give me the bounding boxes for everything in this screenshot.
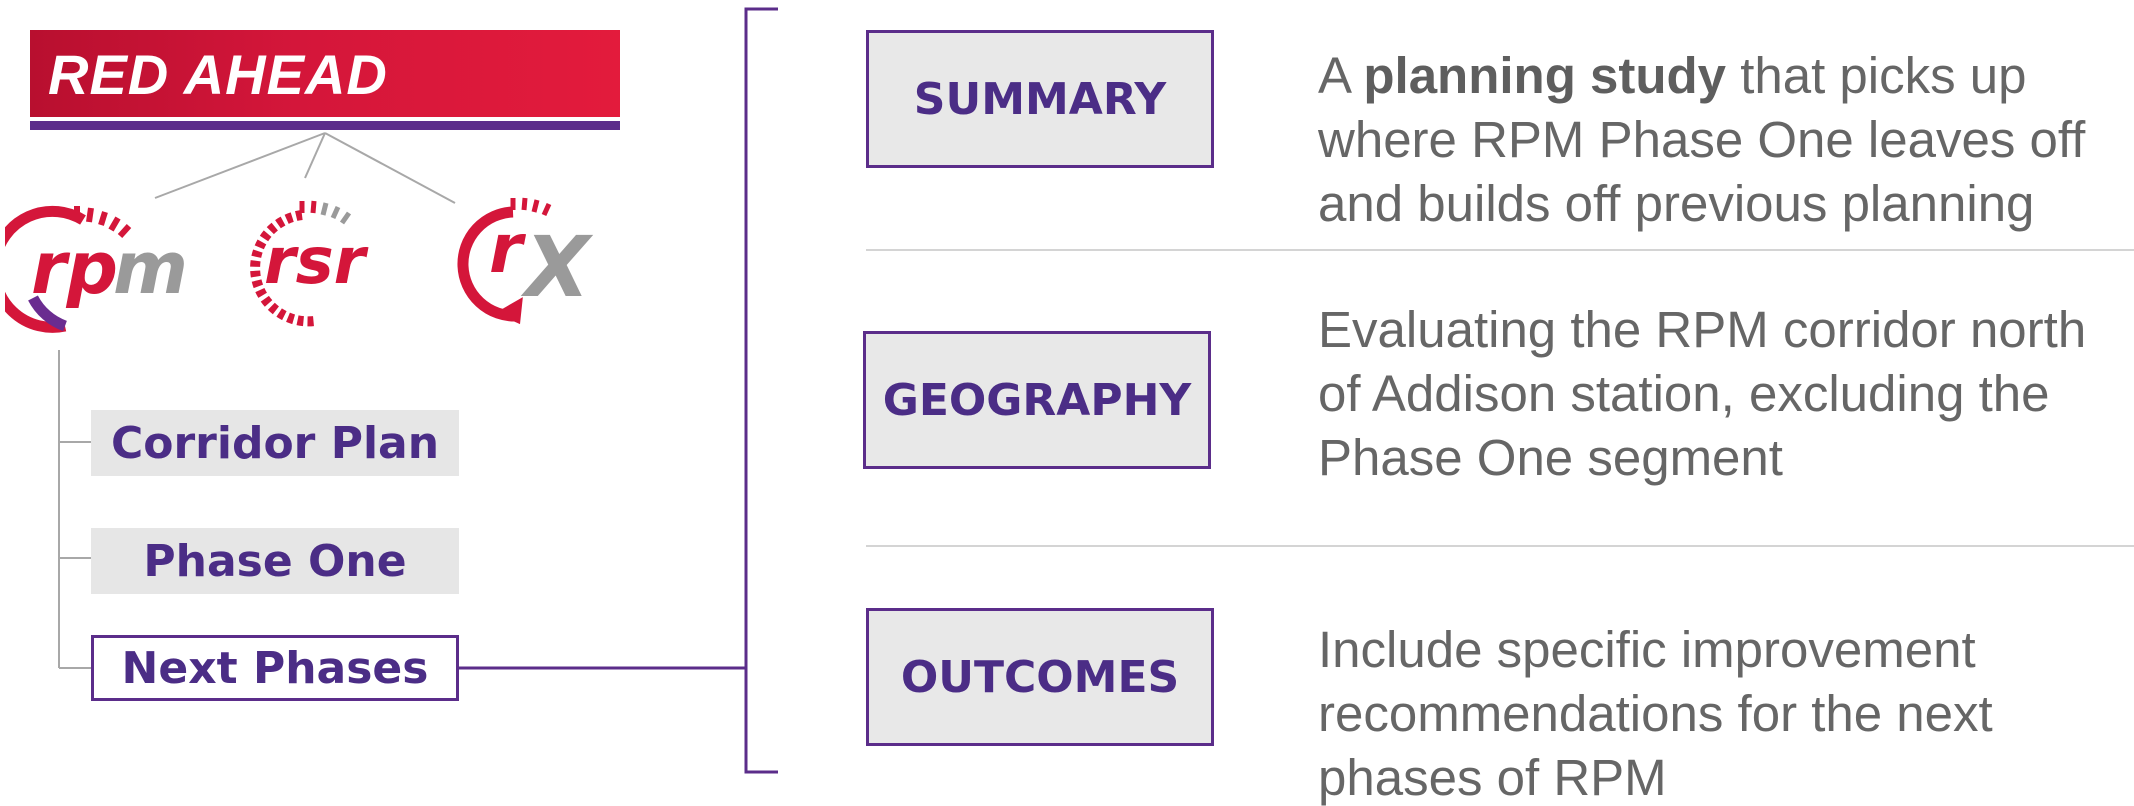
menu-item-label: Phase One <box>143 535 407 587</box>
geography-box: GEOGRAPHY <box>863 331 1211 469</box>
summary-box: SUMMARY <box>866 30 1214 168</box>
row-divider <box>866 545 2134 547</box>
rx-logo-icon: r X <box>455 188 605 328</box>
rx-logo-prefix: r <box>489 210 523 289</box>
rpm-logo-icon: rp m <box>5 198 205 338</box>
menu-item-next-phases[interactable]: Next Phases <box>91 635 459 701</box>
menu-item-corridor-plan[interactable]: Corridor Plan <box>91 410 459 476</box>
outcomes-label: OUTCOMES <box>900 651 1180 703</box>
summary-emphasis: planning study <box>1363 47 1727 104</box>
rsr-logo-icon: rsr <box>240 193 390 333</box>
menu-item-phase-one[interactable]: Phase One <box>91 528 459 594</box>
menu-item-label: Next Phases <box>121 642 429 694</box>
banner-title: RED AHEAD <box>48 43 388 106</box>
rsr-logo-text: rsr <box>264 225 366 299</box>
rpm-logo-prefix: rp <box>31 226 119 310</box>
summary-label: SUMMARY <box>913 73 1167 125</box>
rx-logo-suffix: X <box>525 218 590 316</box>
row-divider <box>866 249 2134 251</box>
rpm-logo-suffix: m <box>113 226 189 310</box>
outcomes-box: OUTCOMES <box>866 608 1214 746</box>
geography-description: Evaluating the RPM corridor north of Add… <box>1318 301 2087 486</box>
geography-label: GEOGRAPHY <box>882 374 1192 426</box>
red-ahead-banner: RED AHEAD <box>30 30 620 130</box>
summary-description: A planning study that picks up where RPM… <box>1318 47 2086 232</box>
menu-item-label: Corridor Plan <box>110 417 440 469</box>
outcomes-description: Include specific improvement recommendat… <box>1318 621 1993 806</box>
